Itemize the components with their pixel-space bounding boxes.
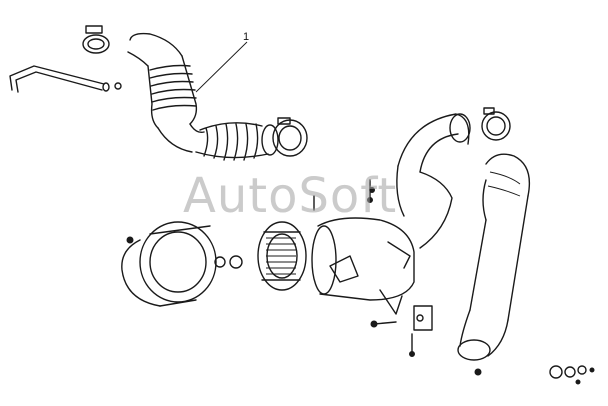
breather-tube bbox=[9, 65, 122, 93]
intake-corrugated-hose bbox=[195, 122, 279, 161]
elbow-pipe bbox=[369, 113, 471, 249]
clamp-top bbox=[82, 25, 110, 54]
bracket bbox=[413, 305, 433, 331]
small-bolt-top bbox=[313, 179, 373, 211]
bolt-bottom bbox=[409, 333, 415, 357]
callout-label-1: 1 bbox=[243, 31, 250, 43]
air-filter-housing bbox=[311, 217, 415, 315]
watermark: AutoSoft bbox=[183, 168, 398, 224]
callout-leader-1 bbox=[195, 41, 248, 93]
hose-clamp-right bbox=[272, 117, 308, 157]
outlet-hose bbox=[457, 153, 531, 361]
air-filter-cover bbox=[121, 221, 243, 307]
hose-clamp-top-right bbox=[481, 107, 511, 141]
bolt-center bbox=[370, 320, 397, 328]
nut-washer-set bbox=[474, 365, 595, 385]
hose-bellows-1 bbox=[127, 32, 205, 153]
filter-element bbox=[257, 221, 307, 291]
